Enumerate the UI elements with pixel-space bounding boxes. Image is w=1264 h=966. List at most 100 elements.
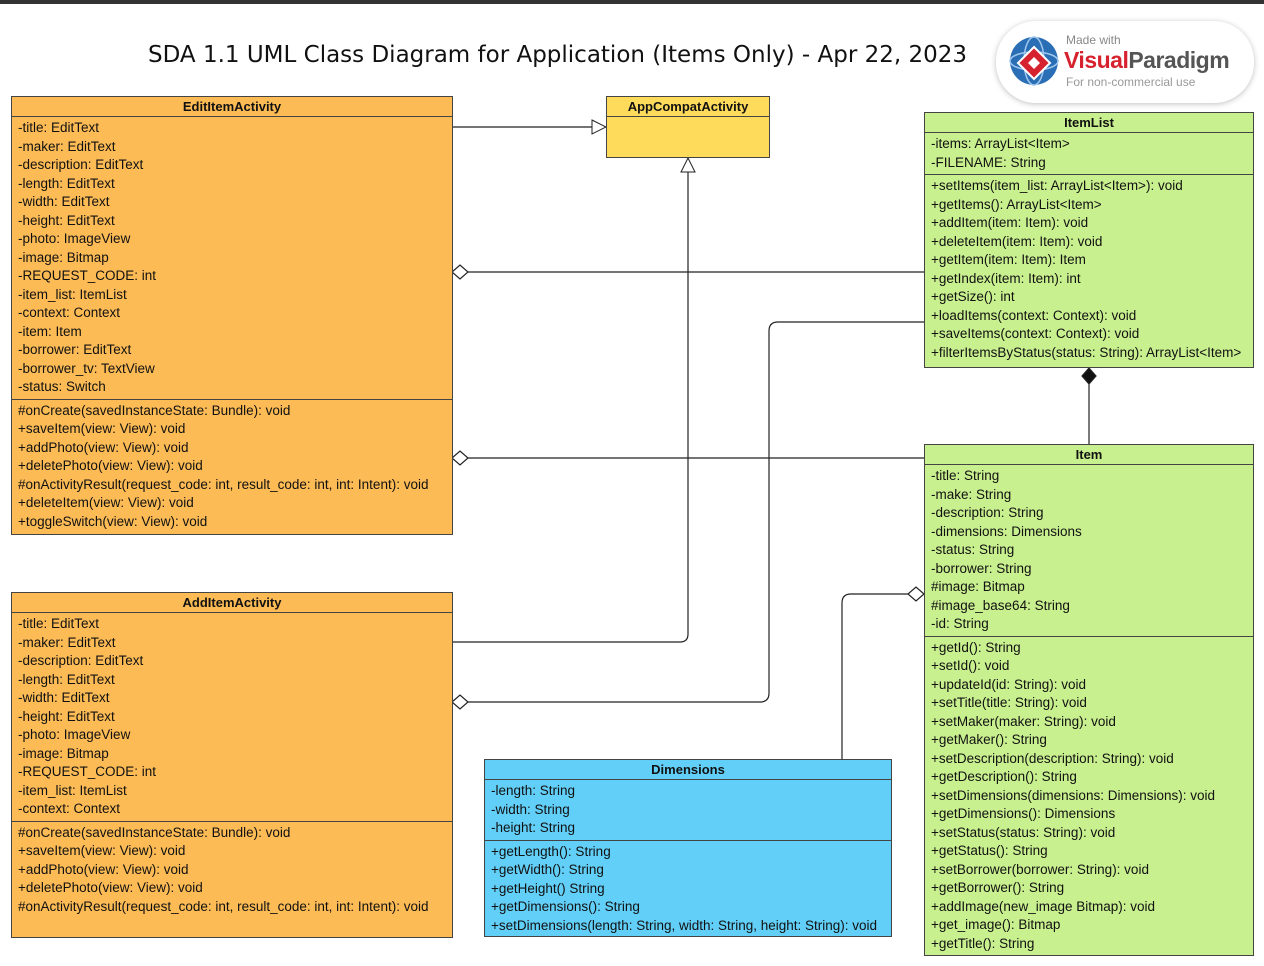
aggregation-add-itemlist [468, 321, 924, 703]
attribute-row: -REQUEST_CODE: int [18, 764, 157, 779]
operation-row: +getWidth(): String [491, 862, 604, 877]
aggregation-diamond [451, 694, 469, 710]
class-name: AppCompatActivity [607, 97, 769, 117]
operation-row: +setStatus(status: String): void [931, 824, 1116, 840]
attribute-row: -borrower_tv: TextView [18, 360, 155, 376]
operation-row: +loadItems(context: Context): void [931, 307, 1137, 323]
attribute-row: #image: Bitmap [931, 579, 1025, 594]
operation-row: +getStatus(): String [931, 843, 1048, 858]
operation-row: +saveItem(view: View): void [18, 843, 186, 858]
attribute-row: -height: EditText [18, 708, 115, 724]
operation-row: +getDimensions(): String [491, 899, 640, 914]
class-name: Item [925, 445, 1253, 465]
operations: +getLength(): String +getWidth(): String +… [485, 841, 891, 937]
class-name: AddItemActivity [12, 593, 452, 613]
attribute-row: -height: String [491, 820, 576, 835]
operations: +getId(): String+setId(): void+updateId(… [925, 637, 1253, 956]
globe-logo-icon [1009, 36, 1059, 86]
operation-row: +setMaker(maker: String): void [931, 713, 1116, 729]
attribute-row: #image_base64: String [931, 597, 1070, 613]
attribute-row: -maker: EditText [18, 138, 116, 154]
attribute-row: -status: Switch [18, 379, 106, 394]
operation-row: +getLength(): String [491, 843, 611, 859]
operation-row: +saveItems(context: Context): void [931, 326, 1140, 341]
class-name: ItemList [925, 113, 1253, 133]
attribute-row: -length: String [491, 783, 576, 798]
attribute-row: -items: ArrayList<Item> [931, 136, 1070, 151]
class-name: EditItemActivity [12, 97, 452, 117]
operation-row: +getTitle(): String [931, 935, 1035, 951]
attribute-row: -description: EditText [18, 157, 144, 172]
attribute-row: -borrower: String [931, 560, 1032, 576]
visual-paradigm-watermark: Made with VisualParadigm For non-commerc… [996, 21, 1254, 103]
attribute-row: -make: String [931, 486, 1012, 502]
attribute-row: -description: EditText [18, 653, 144, 668]
attribute-row: -item_list: ItemList [18, 286, 127, 302]
operation-row: +updateId(id: String): void [931, 676, 1086, 692]
class-item[interactable]: Item -title: String -make: String -descrip… [924, 444, 1254, 956]
class-edit-item-activity[interactable]: EditItemActivity -title: EditText -maker:… [11, 96, 453, 535]
attribute-row: -length: EditText [18, 175, 115, 191]
operation-row: +addItem(item: Item): void [931, 215, 1089, 230]
operation-row: +filterItemsByStatus(status: String): Ar… [931, 344, 1242, 360]
attribute-row: -maker: EditText [18, 634, 116, 650]
class-appcompat-activity[interactable]: AppCompatActivity [606, 96, 770, 158]
attribute-row: -width: EditText [18, 690, 110, 705]
operation-row: +getDescription(): String [931, 769, 1077, 784]
attribute-row: -image: Bitmap [18, 745, 109, 761]
composition-diamond [1081, 367, 1097, 385]
attribute-row: -photo: ImageView [18, 727, 131, 742]
operations: +setItems(item_list: ArrayList<Item>): v… [925, 175, 1253, 364]
operation-row: +addPhoto(view: View): void [18, 439, 189, 455]
attribute-row: -description: String [931, 505, 1044, 520]
operation-row: +getDimensions(): Dimensions [931, 806, 1116, 821]
operation-row: +get_image(): Bitmap [931, 917, 1061, 932]
operation-row: +addImage(new_image Bitmap): void [931, 898, 1155, 914]
operation-row: +getHeight() String [491, 880, 605, 896]
operation-row: +deleteItem(item: Item): void [931, 233, 1103, 249]
attribute-row: -context: Context [18, 801, 121, 816]
class-dimensions[interactable]: Dimensions -length: String-width: String… [484, 759, 892, 937]
operation-row: +setDescription(description: String): vo… [931, 750, 1174, 766]
attribute-row: -context: Context [18, 305, 121, 320]
attributes: -title: String -make: String -description:… [925, 465, 1253, 637]
attribute-row: -height: EditText [18, 212, 115, 228]
operation-row: +getIndex(item: Item): int [931, 270, 1081, 286]
operation-row: +setDimensions(length: String, width: St… [491, 917, 878, 933]
class-item-list[interactable]: ItemList -items: ArrayList<Item> -FILENAM… [924, 112, 1254, 368]
operation-row: +getBorrower(): String [931, 880, 1065, 895]
attribute-row: -id: String [931, 616, 989, 631]
generalization-add-appcompat [452, 158, 688, 643]
operation-row: +getItem(item: Item): Item [931, 252, 1086, 267]
operation-row: +getMaker(): String [931, 732, 1047, 747]
attribute-row: -image: Bitmap [18, 249, 109, 265]
watermark-note: For non-commercial use [1066, 75, 1196, 89]
watermark-brand-paradigm: Paradigm [1128, 47, 1230, 73]
diagram-title: SDA 1.1 UML Class Diagram for Applicatio… [148, 42, 968, 68]
operation-row: +getItems(): ArrayList<Item> [931, 196, 1102, 212]
class-name: Dimensions [485, 760, 891, 780]
attribute-row: -title: EditText [18, 120, 100, 135]
operation-row: #onActivityResult(request_code: int, res… [18, 476, 429, 492]
attribute-row: -FILENAME: String [931, 154, 1046, 170]
class-add-item-activity[interactable]: AddItemActivity -title: EditText -maker: … [11, 592, 453, 938]
attribute-row: -borrower: EditText [18, 342, 132, 357]
aggregation-diamond [451, 264, 469, 280]
attributes: -title: EditText -maker: EditText -descrip… [12, 613, 452, 822]
operations: #onCreate(savedInstanceState: Bundle): v… [12, 822, 452, 919]
aggregation-diamond [451, 450, 469, 466]
operation-row: +setDimensions(dimensions: Dimensions): … [931, 787, 1215, 803]
operation-row: +addPhoto(view: View): void [18, 861, 189, 877]
operation-row: #onCreate(savedInstanceState: Bundle): v… [18, 824, 291, 840]
watermark-brand-visual: Visual [1064, 47, 1129, 73]
operation-row: +setBorrower(borrower: String): void [931, 861, 1149, 877]
attribute-row: -photo: ImageView [18, 231, 131, 246]
attribute-row: -REQUEST_CODE: int [18, 268, 157, 283]
attribute-row: -title: String [931, 468, 1000, 483]
relationship-lines [451, 4, 1097, 759]
attribute-row: -title: EditText [18, 616, 100, 631]
watermark-made-with: Made with [1066, 33, 1121, 47]
aggregation-diamond [907, 586, 925, 602]
attribute-row: -item_list: ItemList [18, 782, 127, 798]
aggregation-item-dimensions [841, 593, 908, 759]
